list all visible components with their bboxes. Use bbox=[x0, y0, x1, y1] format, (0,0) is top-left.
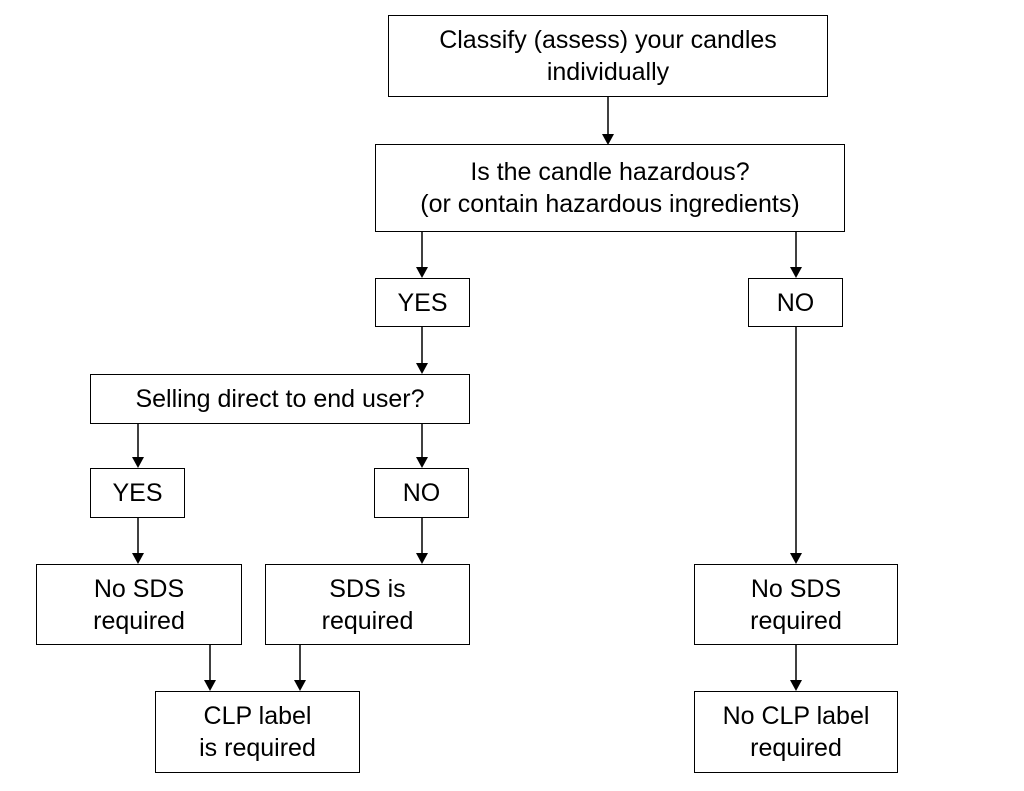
arrow-hazardous-to-yes bbox=[416, 232, 428, 278]
clp-label-required-box: CLP label is required bbox=[155, 691, 360, 773]
arrow-hazardous-no-to-no-sds bbox=[790, 327, 802, 564]
arrow-no-sds-to-clp bbox=[204, 645, 216, 691]
arrow-hazardous-to-no bbox=[790, 232, 802, 278]
hazardous-no-box: NO bbox=[748, 278, 843, 327]
no-sds-required-left-box: No SDS required bbox=[36, 564, 242, 645]
arrow-selling-to-no bbox=[416, 424, 428, 468]
no-clp-label-required-box: No CLP label required bbox=[694, 691, 898, 773]
selling-no-box: NO bbox=[374, 468, 469, 518]
classify-box: Classify (assess) your candles individua… bbox=[388, 15, 828, 97]
arrow-sds-to-clp bbox=[294, 645, 306, 691]
hazardous-question-box: Is the candle hazardous? (or contain haz… bbox=[375, 144, 845, 232]
arrow-no-sds-to-no-clp bbox=[790, 645, 802, 691]
arrow-selling-to-yes bbox=[132, 424, 144, 468]
arrow-selling-yes-to-no-sds bbox=[132, 518, 144, 564]
arrow-selling-no-to-sds bbox=[416, 518, 428, 564]
sds-required-box: SDS is required bbox=[265, 564, 470, 645]
arrow-classify-to-hazardous bbox=[602, 97, 614, 145]
no-sds-required-right-box: No SDS required bbox=[694, 564, 898, 645]
hazardous-yes-box: YES bbox=[375, 278, 470, 327]
arrow-yes-to-selling bbox=[416, 327, 428, 374]
selling-question-box: Selling direct to end user? bbox=[90, 374, 470, 424]
selling-yes-box: YES bbox=[90, 468, 185, 518]
